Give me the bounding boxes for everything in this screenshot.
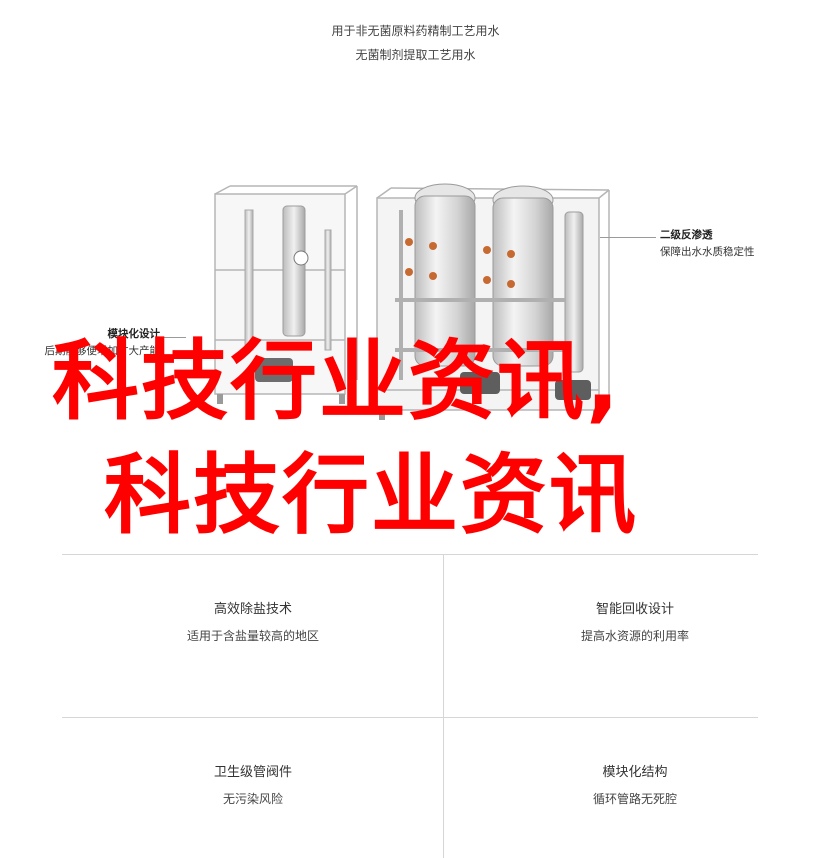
ro-column	[564, 211, 584, 373]
pressure-gauge-icon	[293, 250, 309, 266]
feature-title: 智能回收设计	[595, 602, 674, 617]
connecting-pipes	[395, 210, 565, 380]
grid-divider-top	[62, 554, 758, 555]
tank-2	[492, 197, 554, 367]
feature-modular: 模块化结构 循环管路无死腔	[444, 761, 826, 807]
feature-desc: 循环管路无死腔	[592, 792, 677, 806]
left-column-tank	[282, 205, 306, 337]
grid-divider-middle	[62, 717, 758, 718]
callout-right-line	[600, 237, 656, 238]
grid-divider-vertical	[443, 554, 444, 858]
header-line-1: 用于非无菌原料药精制工艺用水	[331, 24, 500, 38]
left-pump	[255, 358, 293, 382]
callout-right: 二级反渗透 保障出水水质稳定性	[660, 227, 755, 261]
feature-desalination: 高效除盐技术 适用于含盐量较高的地区	[62, 598, 444, 644]
feature-title: 高效除盐技术	[213, 602, 292, 617]
feature-title: 模块化结构	[602, 765, 668, 780]
feature-desc: 适用于含盐量较高的地区	[186, 629, 319, 643]
left-pipe	[244, 209, 254, 351]
feature-desc: 提高水资源的利用率	[580, 629, 689, 643]
callout-right-desc: 保障出水水质稳定性	[660, 245, 755, 258]
feature-sanitary-valves: 卫生级管阀件 无污染风险	[62, 761, 444, 807]
headline-line-2: 科技行业资讯	[104, 444, 638, 546]
header-line-2: 无菌制剂提取工艺用水	[355, 48, 476, 62]
pump-2	[555, 380, 591, 400]
callout-left-desc: 后期能够便增加扩大产能	[44, 344, 161, 357]
feature-title: 卫生级管阀件	[213, 765, 292, 780]
tank-1	[414, 195, 476, 367]
pump-1	[460, 372, 500, 394]
callout-left-line	[160, 337, 186, 338]
callout-left-title: 模块化设计	[107, 328, 161, 340]
headline-line-1: 科技行业资讯,	[52, 330, 622, 432]
water-purification-machine-illustration	[214, 183, 610, 420]
feature-desc: 无污染风险	[222, 792, 283, 806]
feature-recovery: 智能回收设计 提高水资源的利用率	[444, 598, 826, 644]
left-pipe-2	[324, 229, 332, 351]
callout-right-title: 二级反渗透	[660, 229, 713, 241]
machine-feet	[217, 394, 599, 420]
callout-left: 模块化设计 后期能够便增加扩大产能	[28, 326, 161, 360]
valves	[405, 238, 515, 288]
